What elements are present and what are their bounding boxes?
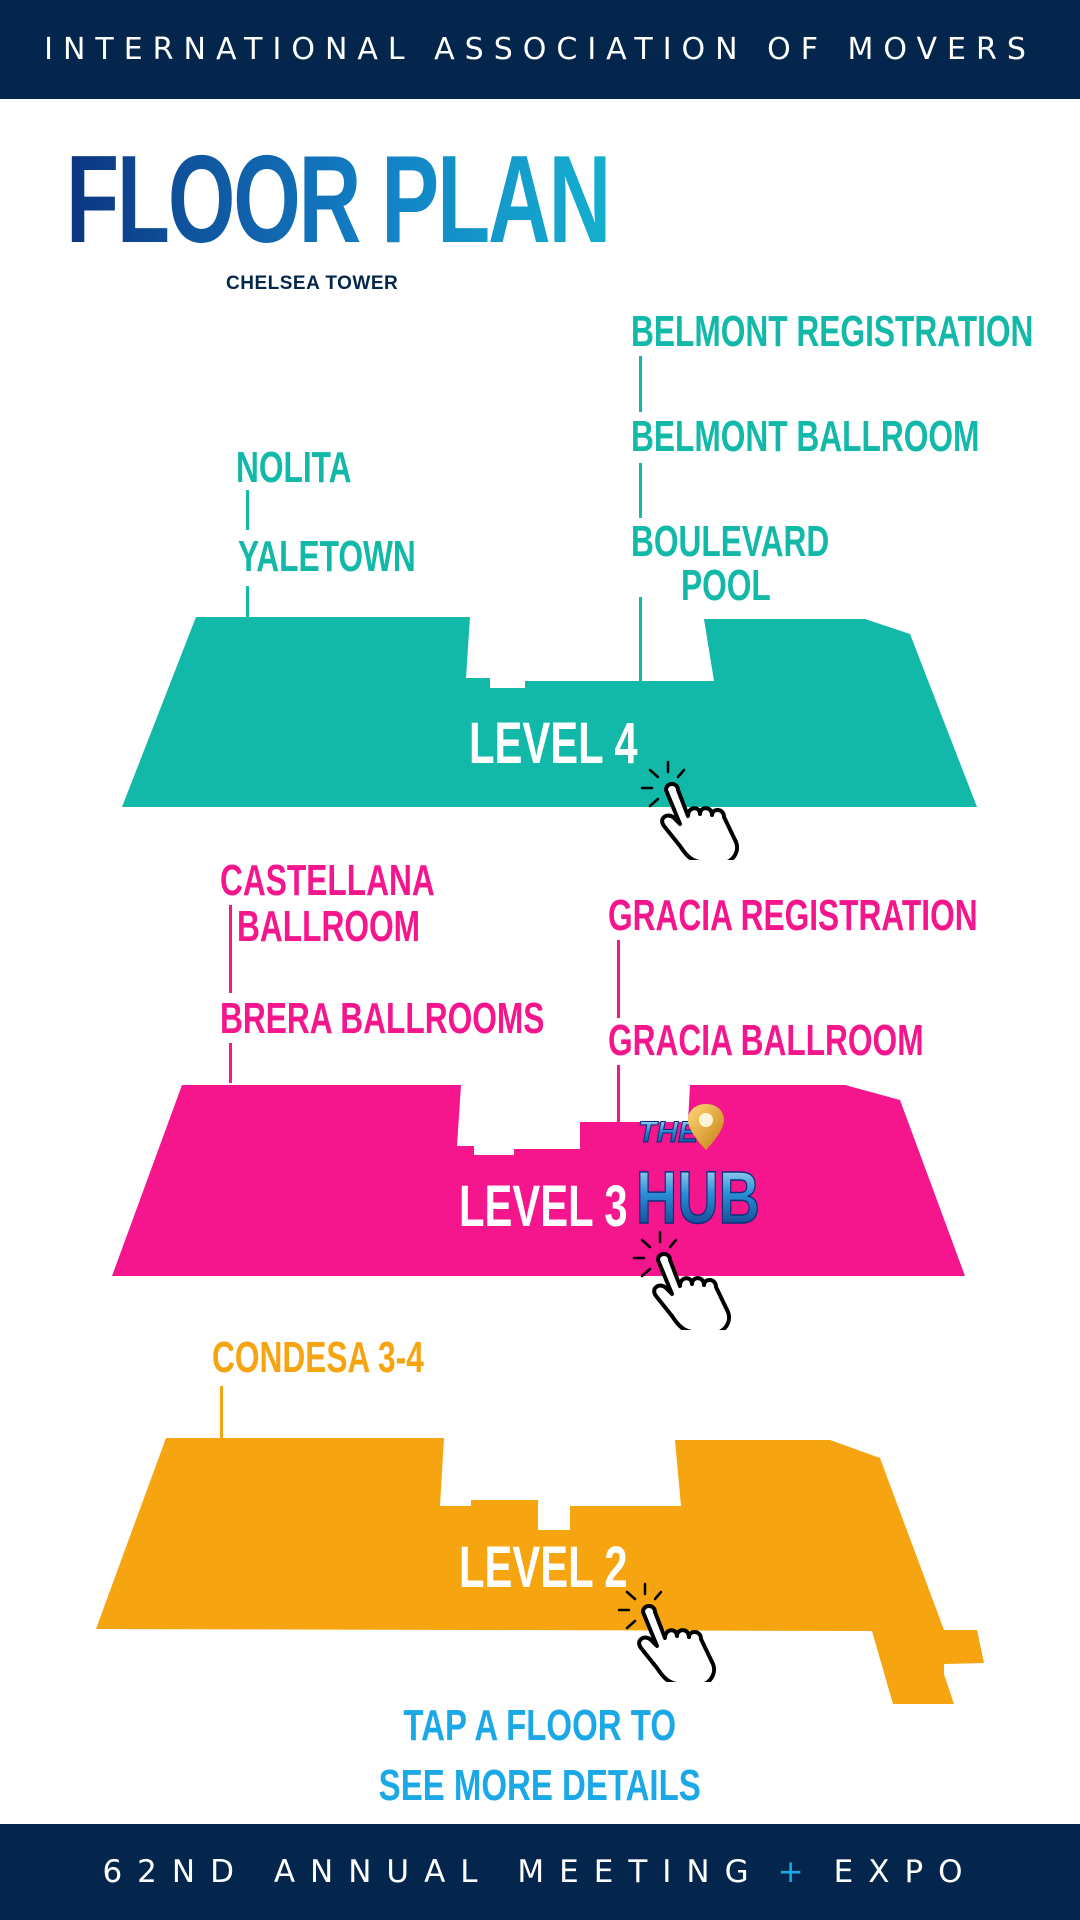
- room-label-brera: BRERA BALLROOMS: [220, 994, 545, 1043]
- event-expo: EXPO: [833, 1854, 978, 1890]
- level-2-label[interactable]: LEVEL 2: [459, 1535, 628, 1600]
- room-label-gracia-ballroom: GRACIA BALLROOM: [608, 1016, 924, 1065]
- room-label-nolita: NOLITA: [236, 443, 352, 492]
- castellana-leader-line: [229, 905, 232, 993]
- event-name: 62ND ANNUAL MEETING: [102, 1854, 764, 1890]
- location-pin-icon: [688, 1104, 724, 1150]
- level-4-floor[interactable]: [122, 617, 977, 807]
- brera-leader-line: [229, 1043, 232, 1083]
- level-3-floor[interactable]: [112, 1085, 965, 1276]
- venue-name: CHELSEA TOWER: [226, 273, 399, 294]
- room-label-pool: POOL: [681, 561, 771, 610]
- gracia-registration-leader-line: [617, 940, 620, 1018]
- room-label-condesa: CONDESA 3-4: [212, 1333, 424, 1382]
- room-label-castellana: CASTELLANA: [220, 856, 435, 905]
- pointing-hand-icon[interactable]: [640, 760, 765, 860]
- the-hub-badge[interactable]: THE HUB: [636, 1098, 764, 1232]
- level-2-floor[interactable]: [96, 1438, 984, 1704]
- the-hub-badge-hub: HUB: [636, 1156, 760, 1232]
- room-label-castellana-ballroom: BALLROOM: [237, 902, 421, 951]
- belmont-ballroom-leader-line: [639, 463, 642, 518]
- plus-icon: +: [777, 1854, 819, 1890]
- room-label-gracia-registration: GRACIA REGISTRATION: [608, 891, 978, 940]
- organization-name: INTERNATIONAL ASSOCIATION OF MOVERS: [44, 32, 1036, 67]
- page-title: FLOOR PLAN: [66, 131, 611, 269]
- condesa-leader-line: [220, 1386, 223, 1440]
- pointing-hand-icon[interactable]: [632, 1230, 757, 1330]
- room-label-boulevard: BOULEVARD: [631, 517, 830, 566]
- boulevard-pool-leader-line: [639, 597, 642, 681]
- gracia-ballroom-leader-line: [617, 1065, 620, 1123]
- bottom-banner: 62ND ANNUAL MEETING + EXPO: [0, 1824, 1080, 1920]
- level-4-label[interactable]: LEVEL 4: [469, 711, 638, 776]
- cta-line-2: SEE MORE DETAILS: [378, 1761, 702, 1810]
- nolita-leader-line: [246, 490, 249, 530]
- yaletown-leader-line: [246, 586, 249, 618]
- pointing-hand-icon[interactable]: [617, 1582, 742, 1682]
- top-banner: INTERNATIONAL ASSOCIATION OF MOVERS: [0, 0, 1080, 99]
- room-label-belmont-registration: BELMONT REGISTRATION: [631, 307, 1034, 356]
- belmont-registration-leader-line: [639, 356, 642, 412]
- room-label-yaletown: YALETOWN: [238, 532, 416, 581]
- level-3-label[interactable]: LEVEL 3: [459, 1174, 628, 1239]
- tap-floor-instruction: TAP A FLOOR TO SEE MORE DETAILS: [0, 1696, 1080, 1816]
- room-label-belmont-ballroom: BELMONT BALLROOM: [631, 412, 980, 461]
- cta-line-1: TAP A FLOOR TO: [403, 1701, 677, 1750]
